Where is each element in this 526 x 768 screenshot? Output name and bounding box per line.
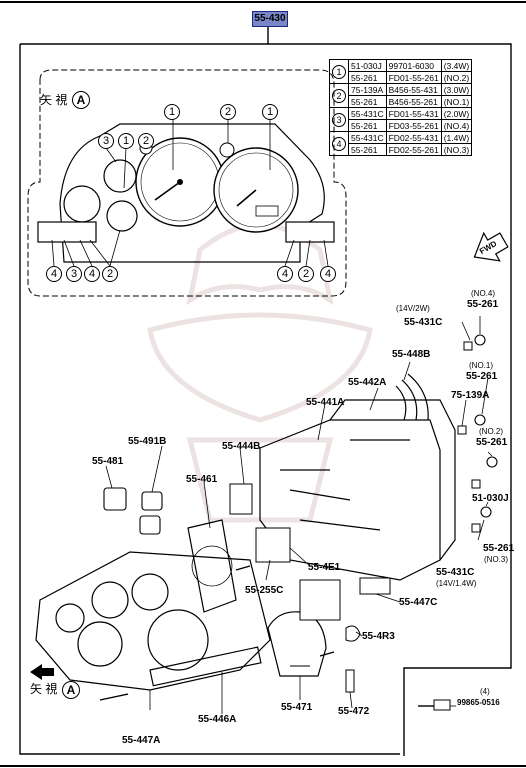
label-55-255C: 55-255C bbox=[245, 585, 284, 596]
parts-table-cell: (1.4W) bbox=[440, 131, 473, 144]
label-55-441A: 55-441A bbox=[306, 397, 345, 408]
label-55-471: 55-471 bbox=[281, 702, 313, 713]
parts-table-cell: 55-261 bbox=[348, 71, 387, 84]
label-55-261-c: 55-261 bbox=[476, 437, 508, 448]
label-55-4E1: 55-4E1 bbox=[308, 562, 341, 573]
callout-number: 2 bbox=[298, 266, 314, 282]
parts-table-cell: (NO.3) bbox=[440, 143, 473, 156]
parts-table-cell: B456-55-431 bbox=[385, 83, 442, 96]
callout-number: 4 bbox=[46, 266, 62, 282]
label-55-491B: 55-491B bbox=[128, 436, 167, 447]
callout-number: 4 bbox=[277, 266, 293, 282]
label-55-4R3: 55-4R3 bbox=[362, 631, 395, 642]
callout-number: 4 bbox=[84, 266, 100, 282]
label-75-139A: 75-139A bbox=[451, 390, 490, 401]
callout-number: 1 bbox=[164, 104, 180, 120]
view-label-bottom: 矢 視 bbox=[30, 682, 58, 696]
callout-number: 1 bbox=[262, 104, 278, 120]
view-arrow bbox=[30, 664, 54, 680]
parts-table-cell: 55-261 bbox=[348, 143, 387, 156]
label-51-030J: 51-030J bbox=[472, 493, 509, 504]
label-no3: (NO.3) bbox=[484, 555, 508, 564]
parts-table-cell: (3.0W) bbox=[440, 83, 473, 96]
label-no4: (NO.4) bbox=[471, 289, 495, 298]
callout-number: 2 bbox=[220, 104, 236, 120]
label-55-431C-top: 55-431C bbox=[404, 317, 443, 328]
callout-number: 3 bbox=[98, 133, 114, 149]
parts-table-ref: 4 bbox=[329, 131, 349, 156]
parts-table-cell: 55-431C bbox=[348, 107, 387, 120]
parts-table-cell: (NO.1) bbox=[440, 95, 473, 108]
parts-table-cell: 99701-6030 bbox=[385, 59, 442, 72]
parts-table-cell: (2.0W) bbox=[440, 107, 473, 120]
label-no1: (NO.1) bbox=[469, 361, 493, 370]
parts-table-cell: (3.4W) bbox=[440, 59, 473, 72]
parts-table-ref: 2 bbox=[329, 83, 349, 108]
parts-table-cell: B456-55-261 bbox=[385, 95, 442, 108]
callout-number: 3 bbox=[66, 266, 82, 282]
assembly-part-number: 55-430 bbox=[252, 11, 288, 27]
parts-table-cell: FD01-55-431 bbox=[385, 107, 442, 120]
label-no2: (NO.2) bbox=[479, 427, 503, 436]
parts-table-cell: FD03-55-261 bbox=[385, 119, 442, 132]
parts-table-cell: FD02-55-431 bbox=[385, 131, 442, 144]
label-55-431C-bottom-note: (14V/1.4W) bbox=[436, 579, 477, 588]
label-55-446A: 55-446A bbox=[198, 714, 237, 725]
label-55-431C-top-note: (14V/2W) bbox=[396, 304, 430, 313]
label-55-431C-bottom: 55-431C bbox=[436, 567, 475, 578]
parts-table-cell: FD01-55-261 bbox=[385, 71, 442, 84]
label-55-461: 55-461 bbox=[186, 474, 218, 485]
parts-table-cell: 55-261 bbox=[348, 95, 387, 108]
parts-table-cell: FD02-55-261 bbox=[385, 143, 442, 156]
speedometer-panel bbox=[267, 611, 327, 677]
view-label: 矢 視 bbox=[40, 93, 68, 107]
parts-table-cell: 75-139A bbox=[348, 83, 387, 96]
dial-plate bbox=[187, 519, 237, 613]
label-55-447C: 55-447C bbox=[399, 597, 438, 608]
callout-number: 1 bbox=[118, 133, 134, 149]
parts-table-ref: 3 bbox=[329, 107, 349, 132]
speedometer-dial bbox=[213, 147, 299, 233]
label-55-261-d: 55-261 bbox=[483, 543, 515, 554]
label-55-481: 55-481 bbox=[92, 456, 124, 467]
callout-number: 2 bbox=[102, 266, 118, 282]
label-55-447A: 55-447A bbox=[122, 735, 161, 746]
parts-table-cell: 51-030J bbox=[348, 59, 387, 72]
label-99865-0516: 99865-0516 bbox=[457, 698, 500, 707]
label-ref4: (4) bbox=[480, 687, 490, 696]
fwd-arrow bbox=[473, 231, 509, 262]
label-55-448B: 55-448B bbox=[392, 349, 431, 360]
label-55-261-b: 55-261 bbox=[466, 371, 498, 382]
parts-table-cell: 55-431C bbox=[348, 131, 387, 144]
view-marker-bottom: A bbox=[62, 681, 80, 699]
label-55-444B: 55-444B bbox=[222, 441, 261, 452]
parts-table-cell: 55-261 bbox=[348, 119, 387, 132]
callout-number: 4 bbox=[320, 266, 336, 282]
tachometer-dial bbox=[135, 137, 225, 227]
view-marker-top: A bbox=[72, 91, 90, 109]
callout-number: 2 bbox=[138, 133, 154, 149]
parts-table-ref: 1 bbox=[329, 59, 349, 84]
label-55-472: 55-472 bbox=[338, 706, 370, 717]
parts-table-cell: (NO.4) bbox=[440, 119, 473, 132]
label-55-261-a: 55-261 bbox=[467, 299, 499, 310]
label-55-442A: 55-442A bbox=[348, 377, 387, 388]
parts-table-cell: (NO.2) bbox=[440, 71, 473, 84]
front-bezel bbox=[35, 551, 271, 691]
